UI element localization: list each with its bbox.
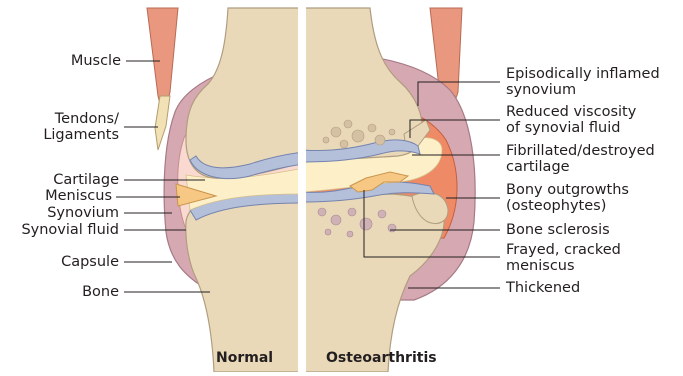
label-tendons-line2: Ligaments [43,127,119,143]
label-bone: Bone [82,284,119,300]
label-inflamed-line1: Episodically inflamed [506,66,660,82]
tibia-bone-shape [186,196,304,372]
label-bone-sclerosis: Bone sclerosis [506,222,610,238]
label-synovial-fluid: Synovial fluid [21,222,119,238]
label-capsule: Capsule [61,254,119,270]
label-viscosity-line1: Reduced viscosity [506,104,636,120]
label-fibrillated-line2: cartilage [506,159,570,175]
label-outgrowths-line2: (osteophytes) [506,198,606,214]
label-viscosity-line2: of synovial fluid [506,120,620,136]
label-tendons-line1: Tendons/ [55,111,119,127]
label-fibrillated-line1: Fibrillated/destroyed [506,143,655,159]
label-frayed-line2: meniscus [506,258,575,274]
osteoarthritis-knee [302,8,475,372]
caption-normal: Normal [216,350,273,366]
center-divider [298,0,306,350]
label-inflamed-line2: synovium [506,82,576,98]
label-outgrowths-line1: Bony outgrowths [506,182,629,198]
label-muscle: Muscle [71,53,121,69]
normal-knee [147,8,304,372]
label-synovium: Synovium [47,205,119,221]
label-thickened: Thickened [506,280,580,296]
label-cartilage: Cartilage [53,172,119,188]
femur-bone-shape [186,8,304,178]
caption-osteoarthritis: Osteoarthritis [326,350,437,366]
label-meniscus: Meniscus [45,188,112,204]
label-frayed-line1: Frayed, cracked [506,242,621,258]
